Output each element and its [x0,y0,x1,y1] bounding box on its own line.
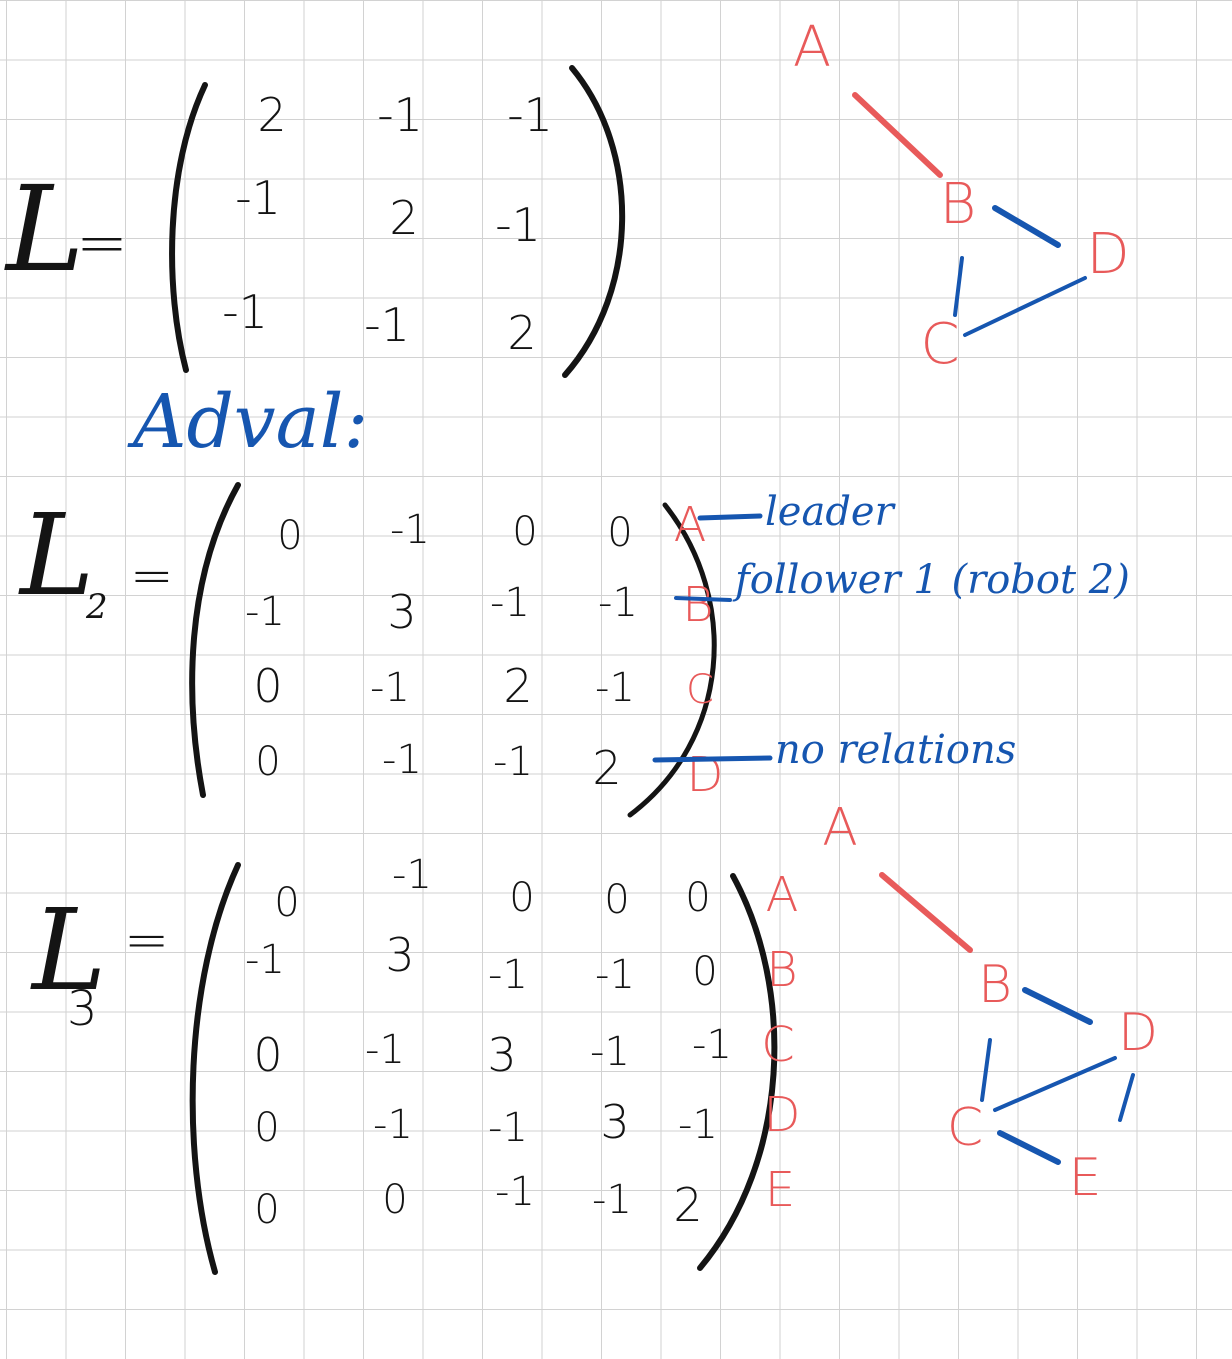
matrix-L-cell: -1 [507,88,553,142]
matrix-L3-cell: -1 [592,1177,632,1223]
matrix-L-cell: -1 [235,171,281,225]
matrix-L2-cell: 3 [387,585,417,639]
matrix-L3-row-label-D: D [763,1087,801,1143]
graph-2-node-C: C [946,1098,984,1158]
matrix-L3-cell: -1 [495,1169,535,1215]
matrix-L-cell: 2 [389,191,419,245]
annotation-follower: follower 1 (robot 2) [735,557,1130,603]
matrix-L2-cell: 2 [592,741,622,795]
matrix-L3-subscript: 3 [67,981,98,1037]
graph-1-edge-B-D [992,205,1061,248]
matrix-L3-cell: 0 [382,1177,408,1223]
matrix-L-cell: 2 [507,306,537,360]
matrix-L3-cell: 0 [604,877,630,923]
matrix-L2-cell: -1 [598,580,638,626]
graph-1-edge-A-B [852,92,943,178]
matrix-L2-symbol: L [20,491,95,621]
graph-2-edge-D-E [1118,1073,1135,1122]
section-label: Adval: [133,379,369,465]
matrix-L3-equals: = [124,908,170,971]
matrix-L2-subscript: 2 [86,587,108,627]
graph-2-edge-B-C [980,1038,992,1102]
graph-2-edge-A-B [879,872,973,953]
matrix-L2-cell: 0 [253,659,283,713]
matrix-L2-cell: -1 [490,580,530,626]
graph-2-node-A: A [822,798,858,858]
matrix-L3-cell: -1 [595,952,635,998]
matrix-L3-cell: 0 [254,1105,280,1151]
graph-1-node-D: D [1086,222,1130,287]
matrix-L3-cell: 0 [692,949,718,995]
matrix-L3-cell: 3 [600,1095,630,1149]
matrix-L3-cell: 3 [385,928,415,982]
graph-1-edge-C-D [963,276,1087,337]
graph-2-node-D: D [1117,1003,1159,1063]
graph-1-node-A: A [792,15,832,80]
graph-2-edge-C-E [997,1130,1061,1165]
matrix-L3-cell: -1 [245,937,285,983]
matrix-L2-cell: 2 [503,659,533,713]
matrix-L2-cell: -1 [370,665,410,711]
matrix-L3-row-label-B: B [766,942,798,998]
matrix-L3-cell: -1 [590,1029,630,1075]
graph-1-node-B: B [939,172,977,237]
matrix-L-cell: -1 [364,298,410,352]
annotation-leader: leader [765,489,894,535]
matrix-L3-cell: -1 [692,1022,732,1068]
graph-1-node-C: C [920,312,960,377]
matrix-L3-cell: -1 [488,1105,528,1151]
matrix-L3-row-label-E: E [764,1162,796,1218]
matrix-L3-cell: 0 [274,880,300,926]
matrix-L2-cell: 0 [277,513,303,559]
matrix-L3-cell: 0 [253,1028,283,1082]
matrix-L3-cell: -1 [678,1102,718,1148]
matrix-L-cell: -1 [377,88,423,142]
matrix-L3-cell: 2 [673,1178,703,1232]
graph-2-edge-B-D [1022,987,1093,1025]
matrix-L-equals: = [76,206,128,279]
matrix-L2-cell: -1 [595,665,635,711]
matrix-L2-cell: -1 [390,507,430,553]
matrix-L2-row-label-C: C [686,667,714,713]
matrix-L3-row-label-C: C [761,1017,795,1073]
graph-1-edge-B-C [953,256,964,317]
matrix-L3-cell: 0 [685,875,711,921]
graph-2-node-B: B [977,955,1013,1015]
matrix-L3-row-label-A: A [765,867,799,923]
matrix-L2-row-label-B: B [682,577,714,633]
matrix-L2-equals: = [130,546,174,606]
matrix-L3-cell: -1 [392,852,432,898]
matrix-L3-cell: 0 [254,1187,280,1233]
matrix-L-symbol: L [6,160,85,298]
matrix-L3-cell: -1 [488,952,528,998]
matrix-L3-symbol: L [32,886,107,1016]
matrix-L3-cell: -1 [365,1027,405,1073]
matrix-L2-cell: -1 [382,737,422,783]
matrix-L2-cell: -1 [493,739,533,785]
matrix-L3-cell: 0 [509,875,535,921]
matrix-L-cell: 2 [257,88,287,142]
annotation-no-relations: no relations [775,727,1017,773]
matrix-L2-row-label-A: A [673,497,707,553]
matrix-L2-cell: 0 [512,509,538,555]
matrix-L2-cell: -1 [245,589,285,635]
matrix-L-cell: -1 [222,285,268,339]
graph-2-edge-C-D [993,1056,1117,1112]
graph-2-node-E: E [1068,1148,1102,1208]
matrix-L3-cell: -1 [373,1102,413,1148]
matrix-L2-cell: 0 [607,510,633,556]
matrix-L2-cell: 0 [255,739,281,785]
matrix-L-cell: -1 [495,198,541,252]
matrix-L3-cell: 3 [487,1028,517,1082]
